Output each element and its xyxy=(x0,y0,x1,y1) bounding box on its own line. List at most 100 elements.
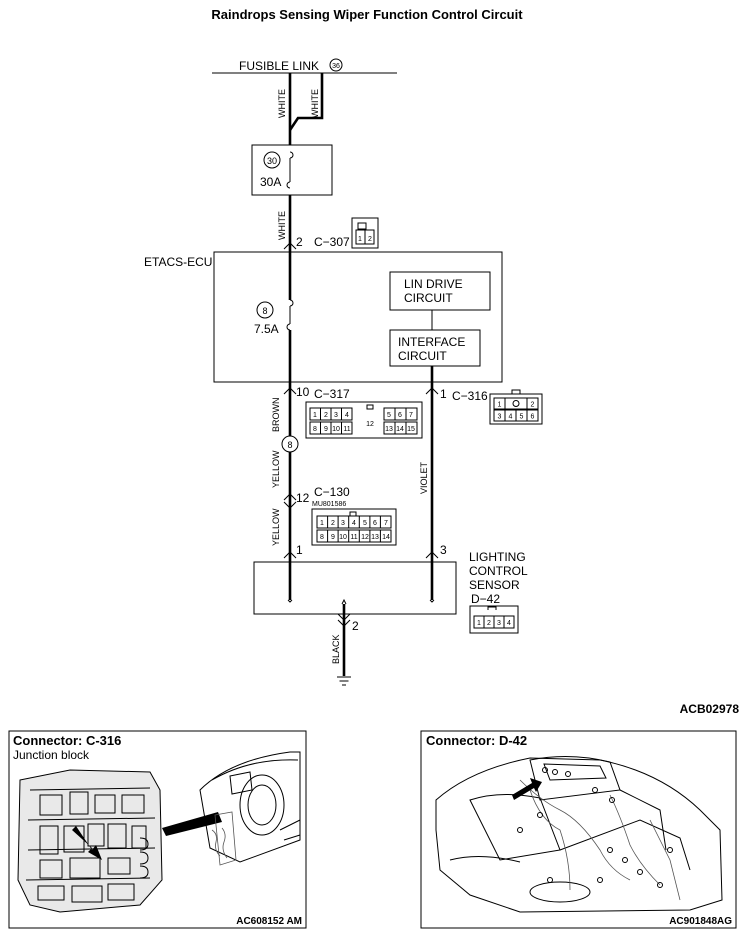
c307-cell-1: 1 xyxy=(358,236,362,243)
interface-line1: INTERFACE xyxy=(398,335,465,349)
svg-text:11: 11 xyxy=(350,534,357,541)
c130-row2: 8 9 10 11 12 13 14 xyxy=(316,529,392,543)
lin-drive-line2: CIRCUIT xyxy=(404,291,453,305)
svg-text:6: 6 xyxy=(373,520,377,527)
panel-right-title: Connector: D-42 xyxy=(426,733,527,748)
connector-c317: C−317 1 2 3 4 5 6 7 12 8 9 10 xyxy=(305,387,423,439)
c307-cell-2: 2 xyxy=(368,236,372,243)
sensor-pin-2: 2 xyxy=(352,619,359,633)
sensor-pin-3: 3 xyxy=(440,543,447,557)
d42-cell-4: 4 xyxy=(507,620,511,627)
wire-label-white-2: WHITE xyxy=(310,89,320,118)
wire-label-white-1: WHITE xyxy=(277,89,287,118)
svg-text:6: 6 xyxy=(398,412,402,419)
c316-row2-cell-6: 6 xyxy=(531,414,535,421)
svg-text:9: 9 xyxy=(331,534,335,541)
svg-text:3: 3 xyxy=(341,520,345,527)
d42-cell-1: 1 xyxy=(477,620,481,627)
c130-part: MU801586 xyxy=(312,501,346,508)
lighting-control-sensor: LIGHTING CONTROL SENSOR D−42 2 BLACK xyxy=(253,550,528,686)
brown-yellow-wire: 10 BROWN 8 YELLOW 12 YELLOW 1 xyxy=(271,382,310,600)
svg-text:13: 13 xyxy=(385,426,393,433)
sensor-line3: SENSOR xyxy=(469,578,520,592)
svg-text:1: 1 xyxy=(313,412,317,419)
sensor-line2: CONTROL xyxy=(469,564,528,578)
c316-row1-cell-1: 1 xyxy=(498,402,502,409)
d42-cell-3: 3 xyxy=(497,620,501,627)
svg-text:7: 7 xyxy=(409,412,413,419)
junction-block-illustration xyxy=(17,769,163,913)
wire-label-yellow-2: YELLOW xyxy=(271,508,281,546)
diagram-code: ACB02978 xyxy=(680,702,740,716)
panel-c316: Connector: C-316 Junction block xyxy=(8,730,307,929)
connector-c130: C−130 MU801586 1 2 3 4 5 6 7 xyxy=(311,485,397,546)
svg-text:4: 4 xyxy=(345,412,349,419)
fusible-link: FUSIBLE LINK 36 xyxy=(212,58,397,74)
svg-text:12: 12 xyxy=(361,534,369,541)
svg-text:9: 9 xyxy=(324,426,328,433)
svg-text:8: 8 xyxy=(320,534,324,541)
sensor-pin-1: 1 xyxy=(296,543,303,557)
connector-c307: 2 C−307 1 2 xyxy=(283,217,379,250)
svg-text:5: 5 xyxy=(387,412,391,419)
violet-wire: 1 C−316 VIOLET 3 xyxy=(419,382,488,600)
panel-d42: Connector: D-42 xyxy=(420,730,737,929)
wire-label-yellow-1: YELLOW xyxy=(271,450,281,488)
svg-text:13: 13 xyxy=(371,534,379,541)
lin-drive-line1: LIN DRIVE xyxy=(404,277,463,291)
c316-label: C−316 xyxy=(452,389,488,403)
c317-row2: 8 9 10 11 13 14 15 xyxy=(309,421,418,435)
fuse-30-rating: 30A xyxy=(260,175,281,189)
svg-text:11: 11 xyxy=(343,426,350,433)
c317-middle: 12 xyxy=(366,421,374,428)
c316-pin: 1 xyxy=(440,387,447,401)
svg-text:3: 3 xyxy=(334,412,338,419)
connector-d42: 1 2 3 4 xyxy=(469,605,519,634)
svg-text:7: 7 xyxy=(384,520,388,527)
svg-text:2: 2 xyxy=(324,412,328,419)
fuse-30-number: 30 xyxy=(267,156,277,166)
panel-left-subtitle: Junction block xyxy=(13,748,90,762)
c130-label: C−130 xyxy=(314,485,350,499)
svg-text:10: 10 xyxy=(339,534,347,541)
sensor-line1: LIGHTING xyxy=(469,550,526,564)
wire-label-violet: VIOLET xyxy=(419,461,429,494)
svg-text:15: 15 xyxy=(407,426,415,433)
wire-label-brown: BROWN xyxy=(271,398,281,433)
svg-text:8: 8 xyxy=(313,426,317,433)
wire-label-white-3: WHITE xyxy=(277,211,287,240)
svg-text:1: 1 xyxy=(320,520,324,527)
panel-right-code: AC901848AG xyxy=(669,916,732,927)
white-wire-top: WHITE WHITE xyxy=(277,73,324,145)
ecu-label: ETACS-ECU xyxy=(144,255,212,269)
svg-text:2: 2 xyxy=(331,520,335,527)
fuse-8-number: 8 xyxy=(262,306,267,316)
c317-row1: 1 2 3 4 5 6 7 xyxy=(309,404,418,421)
c317-label: C−317 xyxy=(314,387,350,401)
c316-row2-cell-5: 5 xyxy=(520,414,524,421)
c316-row1-cell-2: 2 xyxy=(531,402,535,409)
fuse-8-rating: 7.5A xyxy=(254,322,279,336)
panel-left-code: AC608152 AM xyxy=(236,916,302,927)
c130-pin: 12 xyxy=(296,491,310,505)
svg-text:10: 10 xyxy=(332,426,340,433)
d42-label: D−42 xyxy=(471,592,500,606)
fusible-link-number: 36 xyxy=(332,63,340,70)
svg-text:14: 14 xyxy=(382,534,390,541)
diagram-title: Raindrops Sensing Wiper Function Control… xyxy=(211,7,523,22)
c130-row1: 1 2 3 4 5 6 7 xyxy=(316,515,392,529)
c316-row2-cell-3: 3 xyxy=(498,414,502,421)
c317-pin: 10 xyxy=(296,385,310,399)
c316-row2-cell-4: 4 xyxy=(509,414,513,421)
wire-label-black: BLACK xyxy=(331,634,341,664)
dashboard-illustration xyxy=(199,751,301,866)
panel-left-title: Connector: C-316 xyxy=(13,733,121,748)
etacs-ecu: ETACS-ECU 8 7.5A LIN DRIVE CIRCUIT INTER… xyxy=(144,251,503,383)
fusible-link-label: FUSIBLE LINK xyxy=(239,59,319,73)
connector-c316: 1 2 3 4 5 6 xyxy=(489,389,543,425)
splice-8-number: 8 xyxy=(287,440,292,450)
interface-line2: CIRCUIT xyxy=(398,349,447,363)
d42-cell-2: 2 xyxy=(487,620,491,627)
c307-label: C−307 xyxy=(314,235,350,249)
